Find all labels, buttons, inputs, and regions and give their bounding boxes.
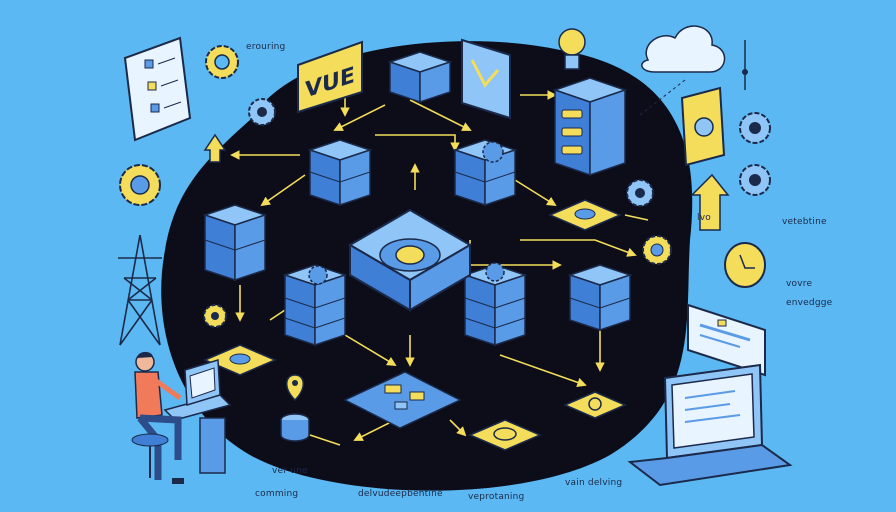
gear-icon: [626, 179, 654, 207]
label-bottom-1: ver une: [272, 466, 308, 476]
cloud-icon: [639, 25, 748, 116]
yellow-pad-bottom-right: [563, 391, 627, 419]
gear-icon: [642, 235, 672, 265]
yellow-pad-left: [203, 344, 277, 376]
arrow-up-icon: [690, 173, 730, 231]
gear-icon: [203, 304, 227, 328]
clipboard-icon: [123, 36, 192, 142]
yellow-pad-right: [548, 199, 622, 231]
yellow-pad-bottom: [468, 419, 542, 451]
person-icon: [131, 351, 232, 484]
lightbulb-icon: [558, 28, 586, 70]
gear-icon: [205, 45, 239, 79]
tablet-icon: [461, 38, 511, 120]
arrow-up-icon: [203, 133, 227, 163]
gear-icon: [119, 164, 161, 206]
label-top-center: erouring: [246, 42, 286, 52]
gear-icon: [739, 112, 771, 144]
label-right-3: vovre: [786, 279, 813, 289]
label-right-2: vetebtine: [782, 217, 827, 227]
block-center-right: [462, 264, 528, 347]
map-pin-icon: [280, 374, 310, 442]
vue-sign: VUE: [297, 40, 363, 114]
power-tower-icon: [118, 234, 162, 346]
server-icon: [552, 77, 628, 177]
central-hub: [348, 208, 472, 312]
circuit-board: [343, 371, 462, 429]
block-right: [567, 264, 633, 332]
label-bottom-3: delvudeepbehtine: [358, 489, 443, 499]
block-upper-left: [307, 139, 373, 207]
monitor-icon: [687, 303, 766, 377]
block-left: [202, 204, 268, 282]
gear-icon: [308, 141, 505, 285]
tag-icon: [680, 86, 726, 167]
label-right-4: envedgge: [786, 298, 833, 308]
label-bottom-4: veprotaning: [468, 492, 525, 502]
laptop-icon: [627, 363, 793, 487]
label-bottom-5: vain delving: [565, 478, 623, 488]
clock-icon: [724, 242, 766, 288]
gear-icon: [248, 98, 276, 126]
label-right-1: lvo: [697, 213, 711, 223]
block-top-center: [387, 51, 453, 104]
gear-icon: [739, 164, 771, 196]
label-bottom-2: comming: [255, 489, 299, 499]
